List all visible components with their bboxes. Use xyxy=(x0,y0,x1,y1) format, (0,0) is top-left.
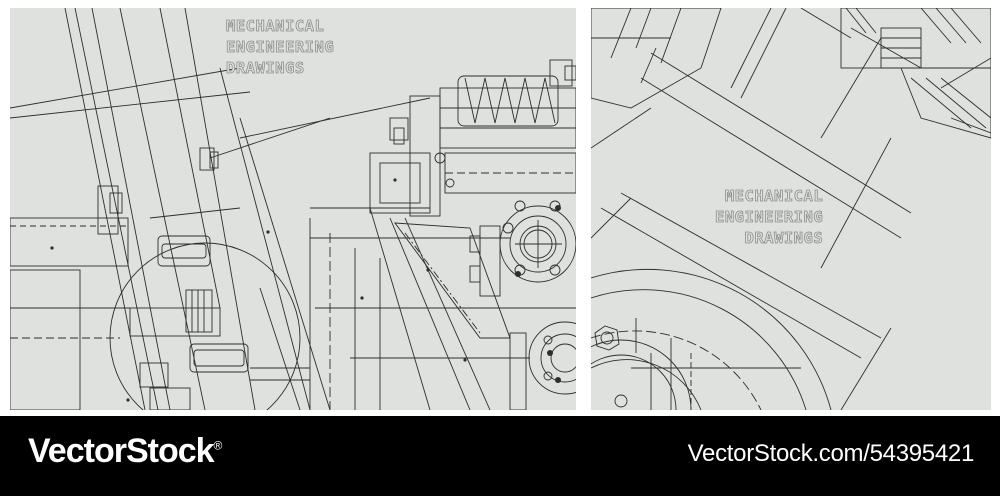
right-blueprint-drawing xyxy=(591,8,991,410)
left-blueprint-panel: MECHANICAL ENGINEERING DRAWINGS xyxy=(10,8,576,410)
left-drawing-title: MECHANICAL ENGINEERING DRAWINGS xyxy=(226,16,334,79)
left-blueprint-drawing xyxy=(10,8,576,410)
title-line-3: DRAWINGS xyxy=(744,229,824,248)
registered-mark: ® xyxy=(213,438,223,453)
title-line-3: DRAWINGS xyxy=(226,59,305,78)
title-line-1: MECHANICAL xyxy=(226,17,325,36)
image-id-label: VectorStock.com/54395421 xyxy=(687,440,975,467)
right-blueprint-panel: MECHANICAL ENGINEERING DRAWINGS xyxy=(591,8,991,410)
title-line-1: MECHANICAL xyxy=(724,187,824,206)
right-drawing-title: MECHANICAL ENGINEERING DRAWINGS xyxy=(715,186,823,249)
title-line-2: ENGINEERING xyxy=(226,38,335,57)
title-line-2: ENGINEERING xyxy=(715,208,824,227)
brand-name: VectorStock xyxy=(28,432,215,470)
watermark-footer: VectorStock® VectorStock.com/54395421 xyxy=(0,416,1000,496)
brand-logo: VectorStock® xyxy=(28,432,223,471)
